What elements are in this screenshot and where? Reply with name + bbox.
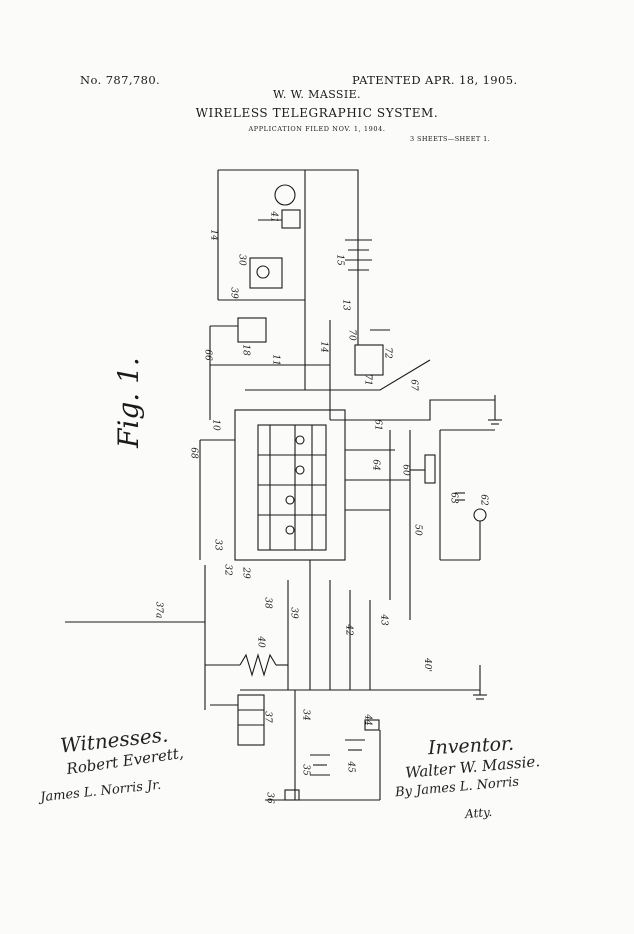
inventor-name: W. W. MASSIE. [273,88,361,101]
ref-41: 41 [268,211,279,223]
key-44 [364,719,380,731]
ref-64: 64 [370,459,381,471]
ref-39b: 39 [288,607,299,619]
sounder [249,257,283,289]
ref-62: 62 [478,494,489,506]
ref-32: 32 [222,564,233,576]
relay-18 [237,317,267,343]
ref-29: 29 [240,567,251,579]
ref-14b: 14 [318,341,329,353]
patent-date: PATENTED APR. 18, 1905. [352,73,518,87]
coherer-60 [424,454,436,484]
ref-44: 44 [362,714,373,726]
ref-37a: 37a [153,601,164,619]
ref-42: 42 [343,624,354,636]
figure-label: Fig. 1. [112,357,145,448]
ref-43: 43 [378,614,389,626]
bell-magnet [281,209,301,229]
ref-18: 18 [240,344,251,356]
ref-13: 13 [340,299,351,311]
ref-45: 45 [345,761,356,773]
ref-39: 39 [228,287,239,299]
ref-61: 61 [372,419,383,431]
wire-top-loop [218,169,359,300]
attorney-abbr: Atty. [464,804,493,822]
ref-37: 37 [262,711,273,723]
ref-35: 35 [300,764,311,776]
bell [274,184,296,206]
ref-30: 30 [236,254,247,266]
ref-50: 50 [412,524,423,536]
ref-63: 63 [448,492,459,504]
ref-11: 11 [270,354,281,366]
application-filed: APPLICATION FILED NOV. 1, 1904. [248,125,386,133]
ref-36: 36 [264,792,275,804]
relay-72 [354,344,384,376]
transformer-37 [237,694,265,746]
ref-34: 34 [300,709,311,721]
patent-number: No. 787,780. [80,73,161,87]
inductor-40 [239,653,277,677]
ref-38: 38 [262,597,273,609]
ref-10: 10 [210,419,221,431]
ref-68: 68 [188,447,199,459]
ref-72: 72 [382,347,393,359]
key-36 [284,789,300,801]
lamp-62 [473,508,487,522]
ref-14: 14 [208,229,219,241]
ref-70: 70 [346,329,357,341]
ref-15: 15 [334,254,345,266]
sheet-info: 3 SHEETS—SHEET 1. [410,135,491,143]
central-switch-box [234,409,346,561]
ref-40-prime: 40' [421,658,432,672]
ref-60: 60 [400,464,411,476]
ref-33: 33 [212,539,223,551]
patent-title: WIRELESS TELEGRAPHIC SYSTEM. [195,106,439,120]
ref-66: 66 [202,349,213,361]
ref-40: 40 [255,636,266,648]
ref-67: 67 [408,379,419,391]
ref-71: 71 [362,374,373,386]
